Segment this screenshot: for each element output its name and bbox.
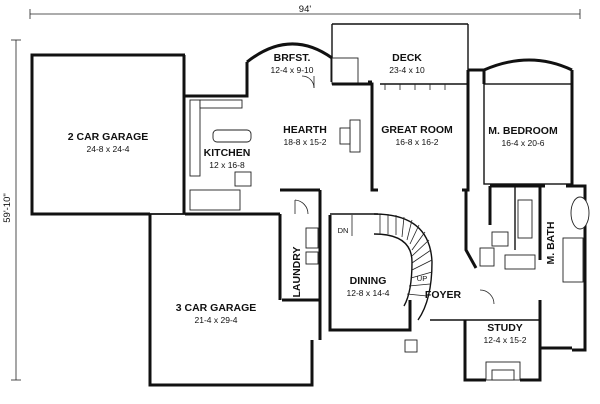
dining-size: 12-8 x 14-4	[347, 288, 390, 298]
kitchen-size: 12 x 16-8	[209, 160, 245, 170]
foyer-label: FOYER	[425, 289, 462, 301]
hearth-size: 18-8 x 15-2	[284, 137, 327, 147]
stair-up-label: UP	[417, 274, 427, 283]
depth-dimension: 59'-10"	[2, 193, 13, 222]
deck-label: DECK	[392, 52, 422, 64]
study-label: STUDY	[487, 322, 523, 334]
staircase	[373, 213, 433, 321]
garage-2-label: 2 CAR GARAGE	[68, 131, 149, 143]
m-bedroom-size: 16-4 x 20-6	[502, 138, 545, 148]
dining-walls	[328, 213, 418, 353]
garage-3-walls	[148, 212, 314, 387]
great-room-label: GREAT ROOM	[381, 124, 453, 136]
study-size: 12-4 x 15-2	[484, 335, 527, 345]
garage-3-label: 3 CAR GARAGE	[176, 302, 257, 314]
stair-down-label: DN	[338, 226, 349, 235]
laundry-label: LAUNDRY	[291, 247, 303, 298]
garage-2-size: 24-8 x 24-4	[87, 144, 130, 154]
kitchen-label: KITCHEN	[204, 147, 251, 159]
deck-outline	[331, 23, 469, 85]
master-bedroom-walls	[468, 58, 574, 188]
dining-label: DINING	[350, 275, 387, 287]
hearth-label: HEARTH	[283, 124, 327, 136]
brfst-label: BRFST.	[274, 52, 311, 64]
kitchen-walls	[185, 42, 334, 211]
laundry-walls	[278, 188, 322, 340]
great-room-walls	[332, 70, 470, 192]
garage-3-size: 21-4 x 29-4	[195, 315, 238, 325]
master-bath-walls	[479, 184, 590, 352]
great-room-size: 16-8 x 16-2	[396, 137, 439, 147]
deck-size: 23-4 x 10	[389, 65, 425, 75]
m-bedroom-label: M. BEDROOM	[488, 125, 558, 137]
brfst-size: 12-4 x 9-10	[271, 65, 314, 75]
foyer-walls	[430, 190, 495, 321]
study-walls	[463, 319, 572, 382]
m-bath-label: M. BATH	[545, 222, 557, 265]
width-dimension: 94'	[299, 4, 312, 15]
dimension-lines	[11, 9, 581, 381]
